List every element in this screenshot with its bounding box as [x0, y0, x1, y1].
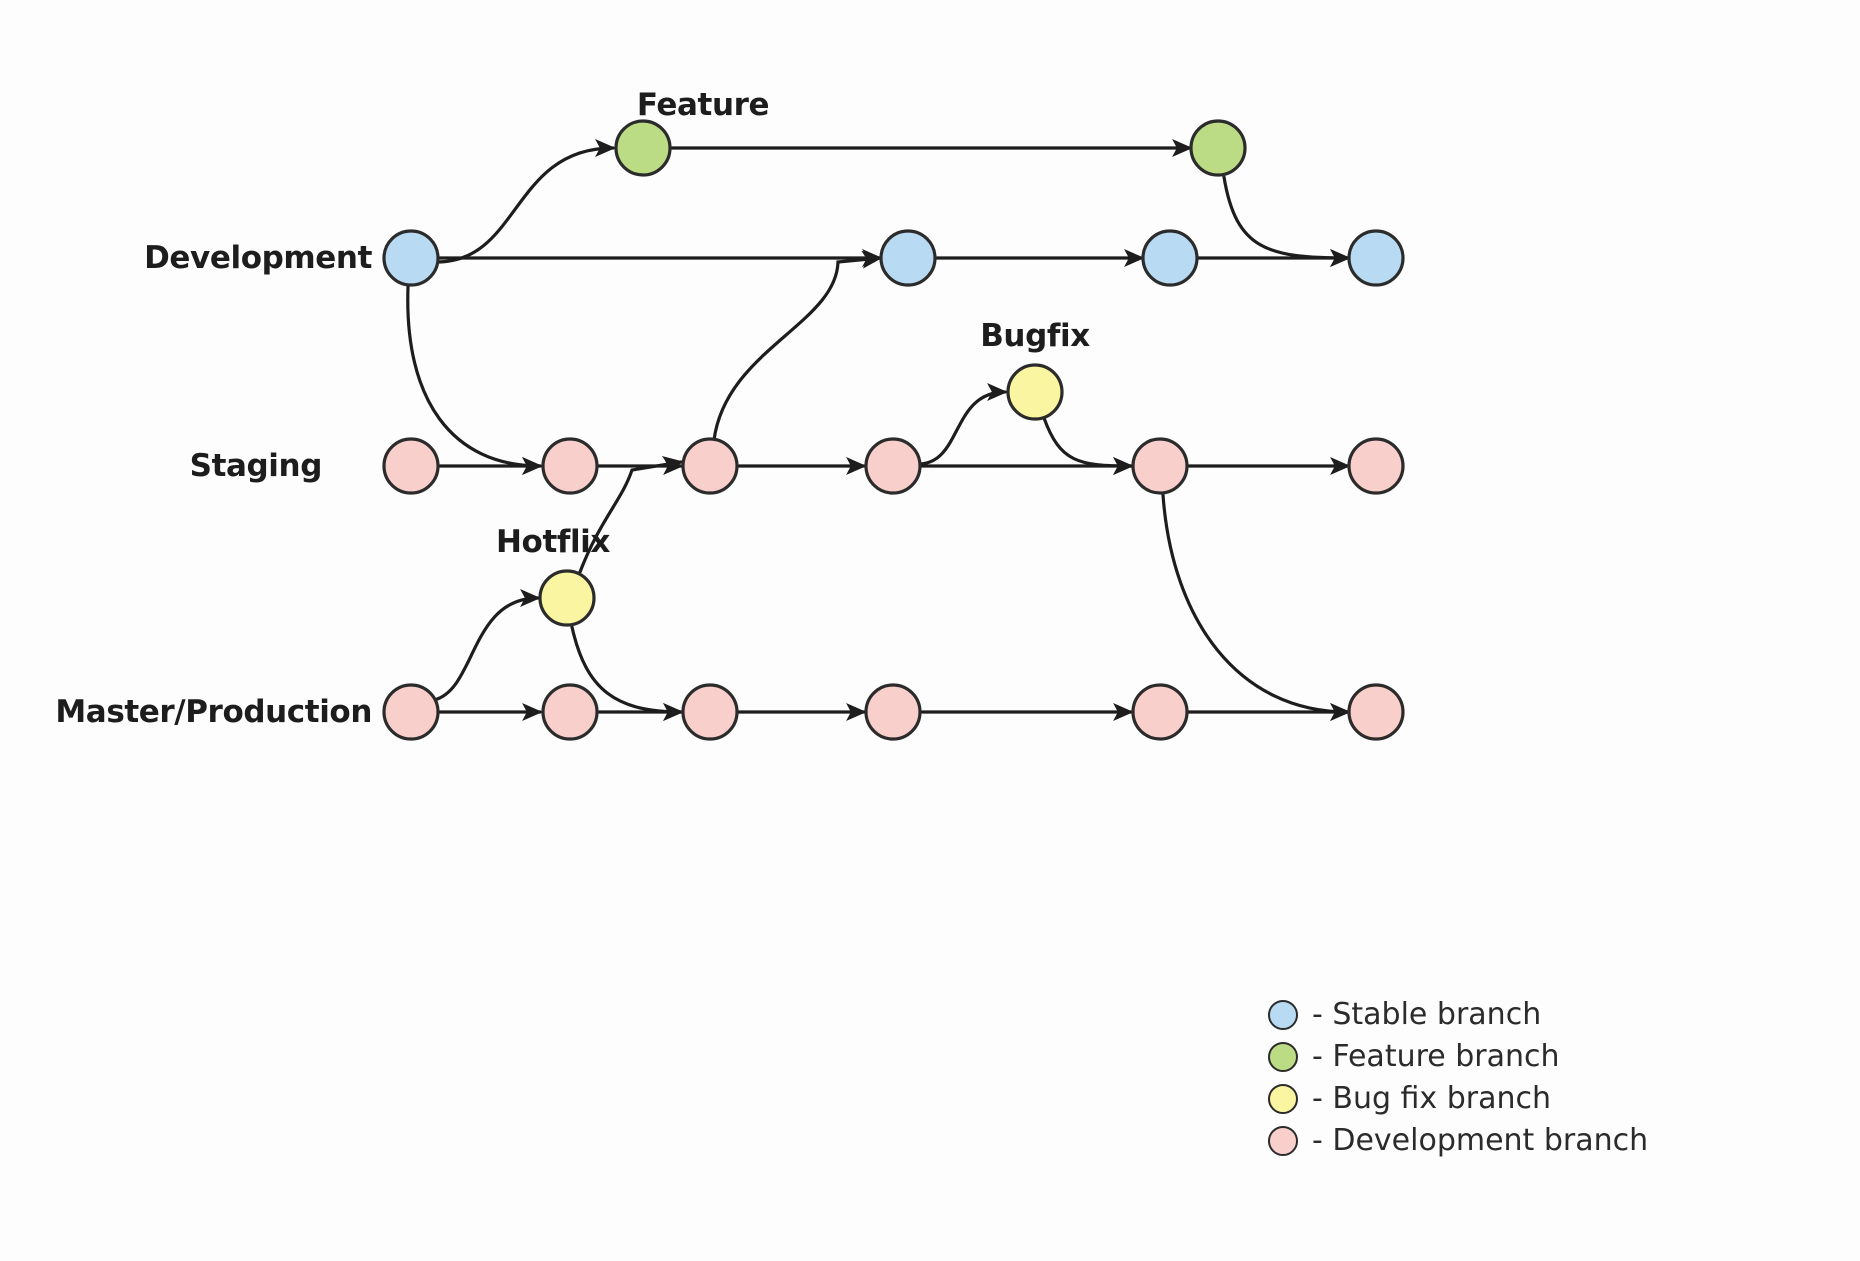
branch-label-hotflix: Hotflix [496, 524, 610, 560]
legend-item-bugfix: - Bug fix branch [1268, 1084, 1648, 1114]
commit-node-feat-1[interactable] [614, 119, 672, 177]
row-label-staging: Staging [189, 448, 323, 484]
commit-node-mst-5[interactable] [1131, 683, 1189, 741]
commit-node-hot-1[interactable] [538, 569, 596, 627]
commit-node-bug-1[interactable] [1006, 363, 1064, 421]
commit-node-mst-2[interactable] [541, 683, 599, 741]
row-label-development: Development [144, 240, 372, 276]
edge-bug1-stg5 [1042, 416, 1134, 475]
commit-node-stg-4[interactable] [864, 437, 922, 495]
legend-item-development: - Development branch [1268, 1126, 1648, 1156]
commit-node-feat-2[interactable] [1189, 119, 1247, 177]
commit-node-mst-3[interactable] [681, 683, 739, 741]
edge-dev1-stg2 [406, 285, 543, 475]
edge-stg5-mst6 [1161, 493, 1351, 721]
legend-item-stable: - Stable branch [1268, 1000, 1648, 1030]
legend-label-feature: - Feature branch [1312, 1039, 1560, 1074]
edge-stg3-dev2 [712, 250, 883, 442]
commit-node-dev-4[interactable] [1347, 229, 1405, 287]
legend-swatch-bugfix-icon [1268, 1084, 1298, 1114]
commit-node-stg-6[interactable] [1347, 437, 1405, 495]
edge-mst1-hot1 [432, 589, 541, 702]
legend-label-bugfix: - Bug fix branch [1312, 1081, 1552, 1116]
row-label-master: Master/Production [55, 694, 372, 730]
branch-label-bugfix: Bugfix [980, 318, 1090, 354]
commit-node-dev-1[interactable] [382, 229, 440, 287]
legend-item-feature: - Feature branch [1268, 1042, 1648, 1072]
commit-node-mst-1[interactable] [382, 683, 440, 741]
edge-hot1-stg3 [578, 456, 684, 574]
edge-feat2-dev4 [1222, 175, 1351, 267]
legend-swatch-development-icon [1268, 1126, 1298, 1156]
legend-swatch-stable-icon [1268, 1000, 1298, 1030]
commit-node-mst-6[interactable] [1347, 683, 1405, 741]
edge-layer [406, 139, 1351, 721]
legend-label-development: - Development branch [1312, 1123, 1649, 1158]
legend: - Stable branch - Feature branch - Bug fix… [1268, 1000, 1648, 1156]
commit-node-stg-5[interactable] [1131, 437, 1189, 495]
legend-swatch-feature-icon [1268, 1042, 1298, 1072]
edge-dev1-feat1 [435, 139, 616, 264]
node-layer [382, 119, 1405, 741]
edge-stg4-bug1 [918, 383, 1008, 466]
commit-node-dev-3[interactable] [1141, 229, 1199, 287]
legend-label-stable: - Stable branch [1312, 997, 1542, 1032]
branch-label-feature: Feature [636, 87, 770, 123]
commit-node-mst-4[interactable] [864, 683, 922, 741]
commit-node-stg-1[interactable] [382, 437, 440, 495]
commit-node-stg-3[interactable] [681, 437, 739, 495]
commit-node-dev-2[interactable] [879, 229, 937, 287]
commit-node-stg-2[interactable] [541, 437, 599, 495]
